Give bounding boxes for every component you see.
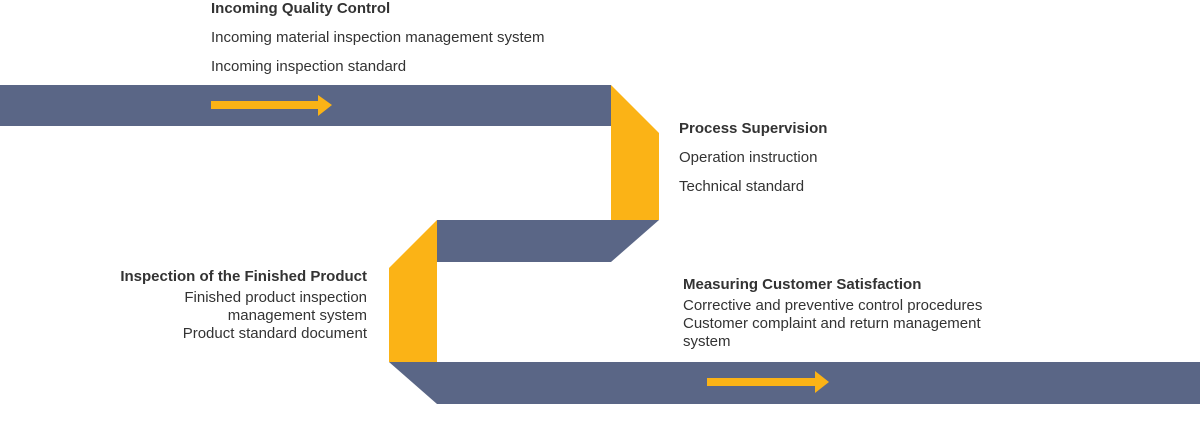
process-supervision-block: Process Supervision Operation instructio… xyxy=(679,120,827,196)
process-supervision-title: Process Supervision xyxy=(679,120,828,137)
ribbon-right-fold-top xyxy=(611,85,659,220)
process-line-1: Operation instruction xyxy=(679,149,818,166)
arrow-top xyxy=(211,95,332,116)
finished-line-3: Product standard document xyxy=(182,325,367,342)
finished-line-1: Finished product inspection xyxy=(184,289,367,306)
ribbon-left-fold xyxy=(389,220,437,362)
arrow-top-head xyxy=(318,95,332,116)
customer-line-3: system xyxy=(683,333,731,350)
customer-line-1: Corrective and preventive control proced… xyxy=(683,297,983,314)
arrow-top-shaft xyxy=(211,101,320,109)
finished-product-title: Inspection of the Finished Product xyxy=(120,268,367,285)
arrow-bottom-shaft xyxy=(707,378,816,386)
incoming-quality-control-block: Incoming Quality Control Incoming materi… xyxy=(211,0,545,76)
incoming-quality-control-title: Incoming Quality Control xyxy=(211,0,391,17)
customer-satisfaction-title: Measuring Customer Satisfaction xyxy=(683,276,922,293)
finished-product-inspection-block: Inspection of the Finished Product Finis… xyxy=(77,268,367,343)
incoming-line-2: Incoming inspection standard xyxy=(211,58,407,75)
customer-satisfaction-block: Measuring Customer Satisfaction Correcti… xyxy=(683,276,1023,351)
arrow-bottom-head xyxy=(815,371,829,393)
arrow-bottom xyxy=(707,371,829,393)
ribbon-middle-band xyxy=(437,220,659,262)
customer-line-2: Customer complaint and return management xyxy=(683,315,981,332)
finished-line-2: management system xyxy=(227,307,367,324)
incoming-line-1: Incoming material inspection management … xyxy=(211,29,545,46)
process-line-2: Technical standard xyxy=(679,178,805,195)
